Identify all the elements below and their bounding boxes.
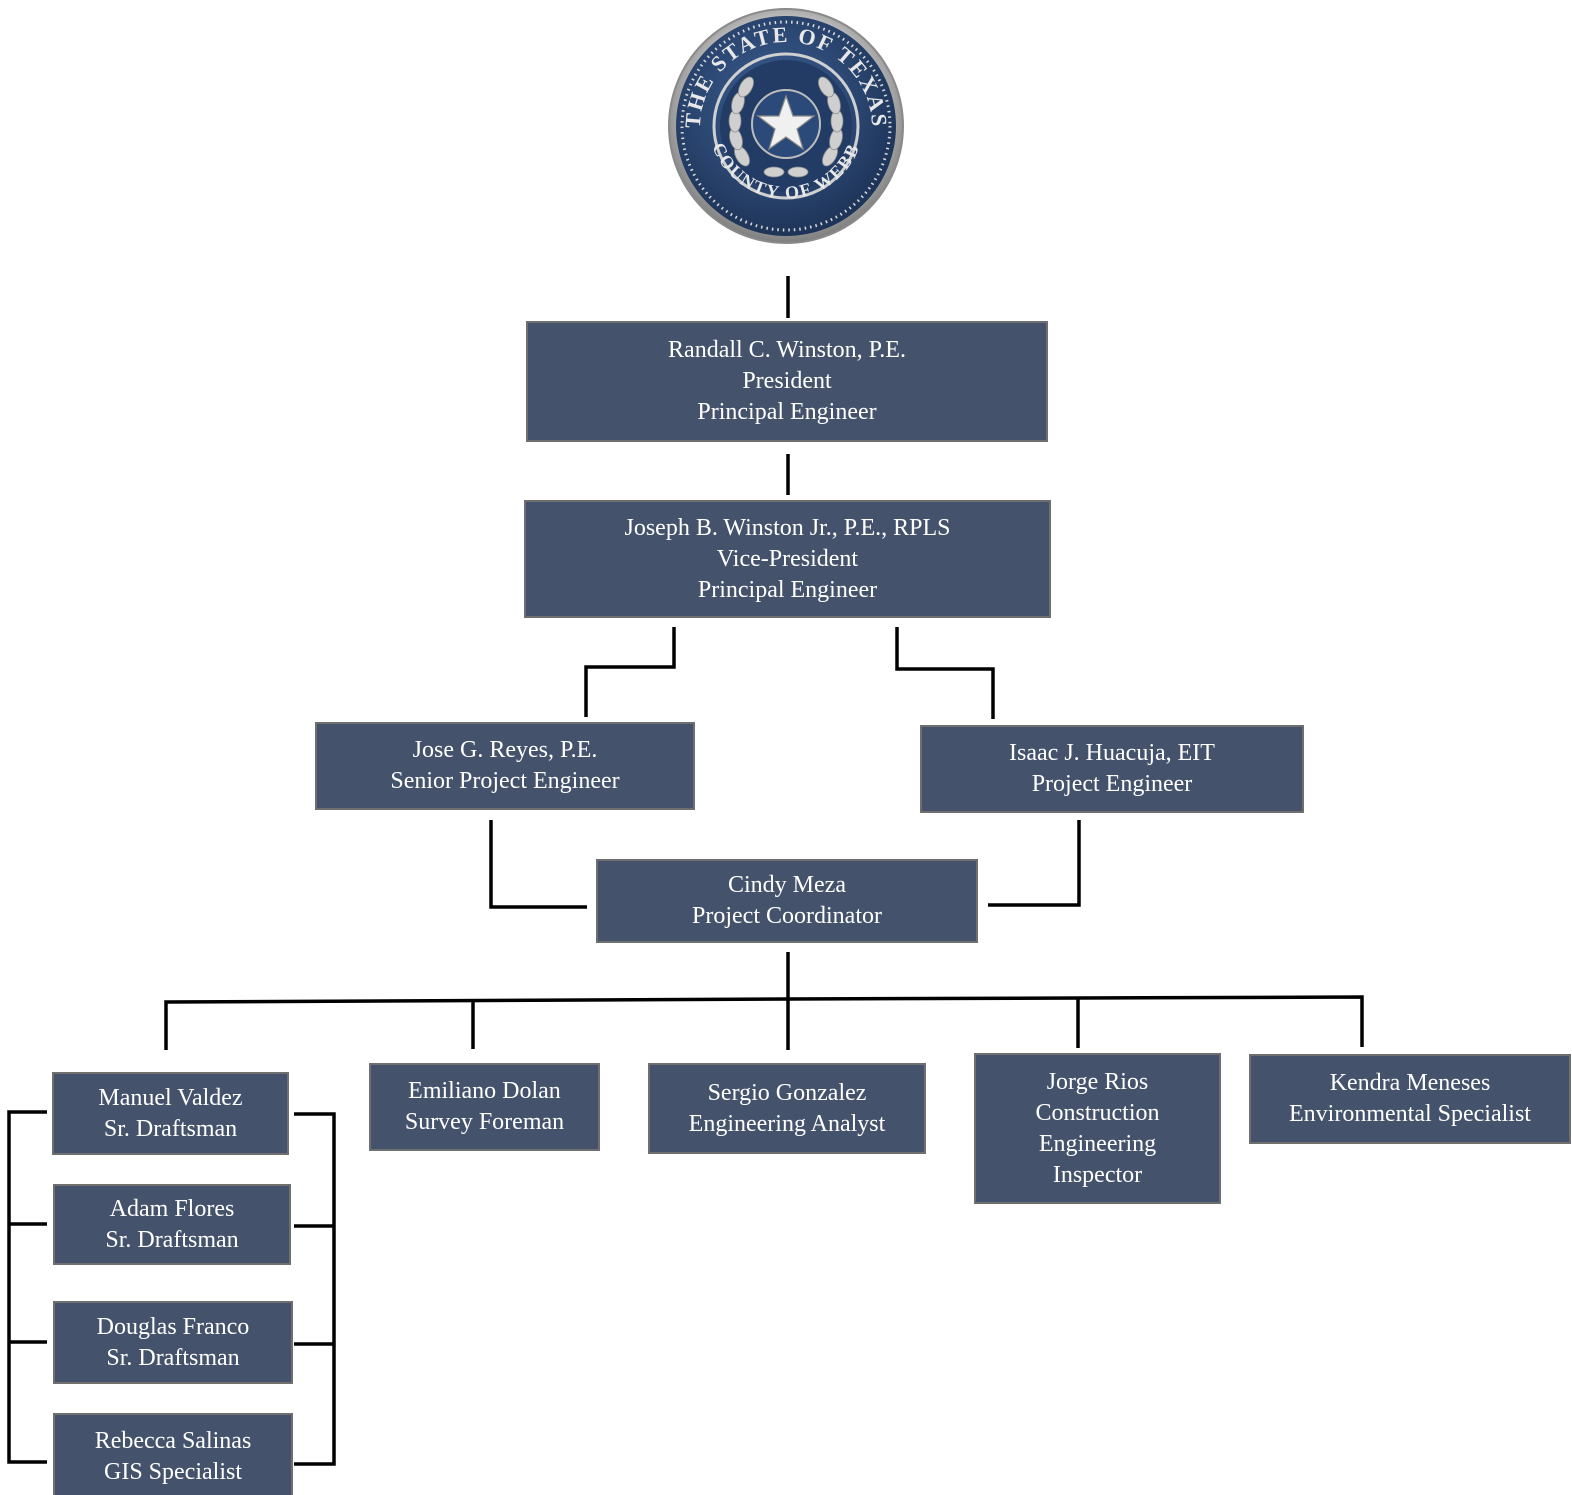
person-title: Environmental Specialist [1289,1101,1531,1127]
person-title: Survey Foreman [404,1109,565,1135]
survey-foreman-box: Emiliano Dolan Survey Foreman [369,1063,600,1151]
person-title: Senior Project Engineer [390,768,620,794]
star-icon [756,94,816,151]
person-title: Sr. Draftsman [105,1226,239,1253]
person-title: Principal Engineer [697,399,877,425]
person-name: Manuel Valdez [98,1084,243,1111]
person-title: Engineering [1038,1130,1157,1157]
engineering-analyst-box: Sergio Gonzalez Engineering Analyst [648,1063,926,1154]
person-title: GIS Specialist [104,1459,242,1485]
project-engineer-box: Isaac J. Huacuja, EIT Project Engineer [920,725,1304,813]
connector-vp-senior-engineer [584,627,676,717]
bracket-drafting-left [7,1110,47,1464]
person-name: Emiliano Dolan [408,1078,561,1104]
draftsman-box: Adam Flores Sr. Draftsman [53,1184,291,1265]
senior-project-engineer-box: Jose G. Reyes, P.E. Senior Project Engin… [315,722,695,810]
person-title: Project Engineer [1031,771,1193,797]
person-title: Inspector [1052,1161,1143,1188]
person-name: Cindy Meza [728,872,846,898]
person-name: Jose G. Reyes, P.E. [412,737,598,763]
person-title: Sr. Draftsman [103,1115,238,1142]
laurel-wreath-icon [728,76,844,178]
county-seal-logo: THE STATE OF TEXAS COUNTY OF WEBB [668,8,904,244]
draftsman-box: Manuel Valdez Sr. Draftsman [52,1072,289,1155]
project-coordinator-box: Cindy Meza Project Coordinator [596,859,978,943]
vice-president-box: Joseph B. Winston Jr., P.E., RPLS Vice-P… [524,500,1051,618]
environmental-specialist-box: Kendra Meneses Environmental Specialist [1249,1054,1571,1144]
person-name: Sergio Gonzalez [707,1079,867,1106]
person-title: Principal Engineer [697,576,878,603]
person-title: Construction [1035,1099,1160,1126]
person-name: Adam Flores [109,1195,235,1222]
person-title: Sr. Draftsman [106,1344,240,1371]
person-name: Joseph B. Winston Jr., P.E., RPLS [624,514,951,541]
draftsman-box: Douglas Franco Sr. Draftsman [53,1301,293,1384]
person-title: Vice-President [716,545,859,572]
person-title: Project Coordinator [692,903,882,929]
person-name: Randall C. Winston, P.E. [668,337,906,363]
person-name: Douglas Franco [96,1313,250,1340]
president-box: Randall C. Winston, P.E. President Princ… [526,321,1048,442]
person-name: Isaac J. Huacuja, EIT [1009,740,1215,766]
connector-project-engineer-coordinator [988,820,1081,907]
person-title: President [742,368,832,394]
person-name: Kendra Meneses [1329,1070,1491,1096]
connector-senior-engineer-coordinator [489,820,587,909]
connector-vp-project-engineer [895,627,995,719]
person-name: Rebecca Salinas [94,1428,252,1454]
connector-staff-bus [164,995,1364,1050]
person-name: Jorge Rios [1046,1068,1149,1095]
inspector-box: Jorge Rios Construction Engineering Insp… [974,1053,1221,1204]
bracket-drafting-right [294,1112,336,1466]
gis-specialist-box: Rebecca Salinas GIS Specialist [53,1413,293,1495]
person-title: Engineering Analyst [688,1110,886,1137]
